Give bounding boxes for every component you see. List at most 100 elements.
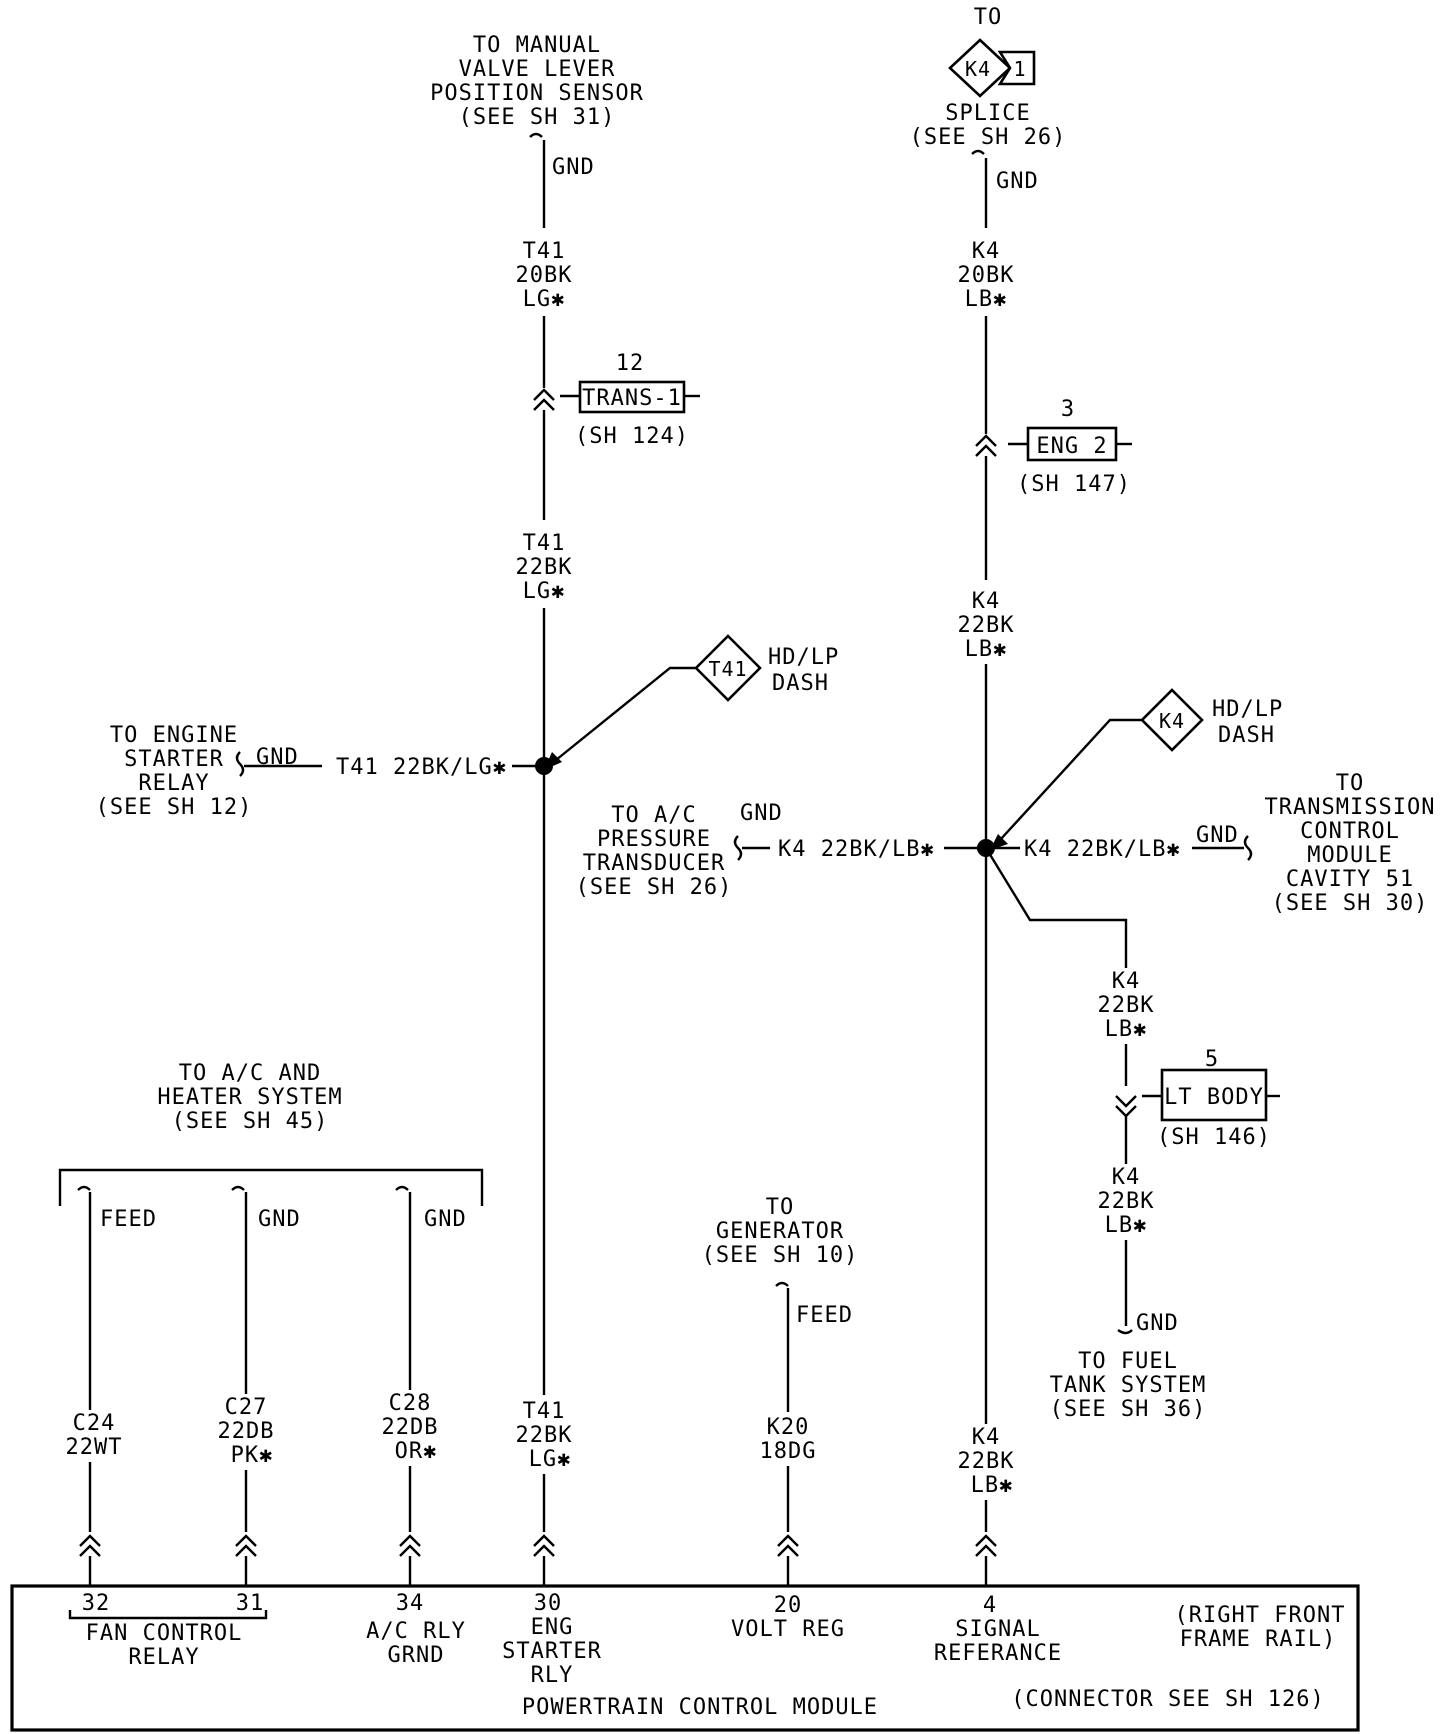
- wire-label: 22WT: [66, 1435, 123, 1460]
- gnd-label: GND: [996, 169, 1039, 194]
- connector-symbol: [399, 1534, 421, 1557]
- ac-heater-destination: TO A/C AND HEATER SYSTEM (SEE SH 45): [157, 1061, 341, 1134]
- dest-line: PRESSURE: [597, 827, 711, 852]
- wire-k4-branch: [984, 847, 1128, 968]
- dest-line: TO: [766, 1195, 795, 1220]
- engine-starter-destination: TO ENGINE STARTER RELAY (SEE SH 12): [96, 723, 252, 820]
- pin-desc: RELAY: [128, 1645, 199, 1670]
- pin-number: 34: [396, 1591, 425, 1616]
- dest-line: TRANSDUCER: [583, 851, 725, 876]
- k4-splice-dash: K4 HD/LP DASH: [990, 688, 1283, 850]
- connector-symbol: [533, 388, 555, 411]
- wire-label: 22BK: [958, 1449, 1015, 1474]
- gnd-label: GND: [1136, 1311, 1179, 1336]
- connector-symbol: [235, 1534, 257, 1557]
- ground-symbol: [231, 1185, 245, 1191]
- wire-label: 20BK: [516, 263, 573, 288]
- wire-label: K4: [1112, 1165, 1141, 1190]
- connector-symbol: [975, 1534, 997, 1557]
- splice-diamond: [948, 38, 1012, 98]
- gnd-label: GND: [552, 155, 595, 180]
- wire-label: LG✱: [523, 287, 566, 312]
- connector-sheet: (SH 146): [1157, 1125, 1271, 1150]
- generator-destination: TO GENERATOR (SEE SH 10): [702, 1195, 859, 1268]
- connector-sheet: (SH 124): [575, 424, 689, 449]
- wire-label: PK✱: [231, 1443, 274, 1468]
- manual-valve-destination: TO MANUAL VALVE LEVER POSITION SENSOR (S…: [430, 33, 643, 130]
- wire-label: 22DB: [382, 1415, 439, 1440]
- ac-pressure-destination: TO A/C PRESSURE TRANSDUCER (SEE SH 26): [576, 803, 732, 900]
- lt-body-connector: 5 LT BODY (SH 146): [1142, 1047, 1280, 1150]
- dest-line: (SEE SH 30): [1272, 891, 1429, 916]
- dest-line: TO A/C: [611, 803, 696, 828]
- splice-label: DASH: [772, 671, 829, 696]
- wire-label: K20: [767, 1415, 810, 1440]
- wire-label: LB✱: [971, 1473, 1014, 1498]
- wire-label: T41 22BK/LG✱: [336, 755, 507, 780]
- connector-box: [1160, 1068, 1268, 1122]
- wire-label: 22DB: [218, 1419, 275, 1444]
- connector-reference: (CONNECTOR SEE SH 126): [1011, 1687, 1324, 1712]
- dest-line: TANK SYSTEM: [1050, 1373, 1207, 1398]
- dest-line: CAVITY 51: [1286, 867, 1414, 892]
- pin-desc: VOLT REG: [731, 1617, 845, 1642]
- terminal-label: GND: [424, 1207, 467, 1232]
- pin-number: 4: [983, 1593, 997, 1618]
- splice-lead: [999, 718, 1142, 841]
- k4-splice-top: K4 1: [948, 38, 1036, 98]
- wire-label: LG✱: [523, 579, 566, 604]
- wire-label: K4: [972, 239, 1001, 264]
- pin-desc: FAN CONTROL: [86, 1621, 243, 1646]
- pin-desc: SIGNAL: [955, 1617, 1040, 1642]
- eng-connector: 3 ENG 2 (SH 147): [1008, 397, 1132, 497]
- wire-label: 22BK: [516, 1423, 573, 1448]
- dest-line: TRANSMISSION: [1265, 795, 1436, 820]
- ground-symbol: [775, 1281, 789, 1287]
- wire-label: K4 22BK/LB✱: [778, 837, 935, 862]
- splice-id: K4: [965, 57, 991, 81]
- module-name: POWERTRAIN CONTROL MODULE: [522, 1695, 878, 1720]
- pin-desc: REFERANCE: [934, 1641, 1062, 1666]
- pin-number: 30: [534, 1591, 563, 1616]
- connector-symbol: [79, 1534, 101, 1557]
- module-location: FRAME RAIL): [1180, 1627, 1337, 1652]
- pin-desc: RLY: [531, 1663, 574, 1688]
- splice-id: K4: [1159, 709, 1185, 733]
- pin-number: 32: [82, 1591, 111, 1616]
- wire-label: 18DG: [760, 1439, 817, 1464]
- connector-symbol: [975, 434, 997, 457]
- powertrain-control-module: 32 31 FAN CONTROL RELAY 34 A/C RLY GRND …: [10, 1584, 1360, 1732]
- ground-symbol: [733, 835, 743, 861]
- connector-box: [1026, 426, 1118, 462]
- dest-line: GENERATOR: [716, 1219, 844, 1244]
- ground-symbol: [395, 1185, 409, 1191]
- pin-desc: ENG: [531, 1615, 574, 1640]
- ac-bracket: [58, 1168, 484, 1206]
- module-location: (RIGHT FRONT: [1175, 1603, 1346, 1628]
- connector-label: LT BODY: [1164, 1085, 1264, 1110]
- splice-label: HD/LP: [1212, 697, 1283, 722]
- dest-line: MODULE: [1307, 843, 1392, 868]
- fuel-destination: TO FUEL TANK SYSTEM (SEE SH 36): [1050, 1349, 1207, 1422]
- wire-label: T41: [523, 1399, 566, 1424]
- wire-label: 22BK: [1098, 993, 1155, 1018]
- tcm-destination: TO TRANSMISSION CONTROL MODULE CAVITY 51…: [1265, 771, 1436, 916]
- wire-label: OR✱: [395, 1439, 438, 1464]
- pin-desc: GRND: [388, 1643, 445, 1668]
- wire-label: K4: [972, 589, 1001, 614]
- dest-line: (SEE SH 26): [910, 125, 1067, 150]
- dest-line: (SEE SH 31): [459, 105, 616, 130]
- splice-pin: 1: [1013, 57, 1026, 81]
- wire-label: 22BK: [1098, 1189, 1155, 1214]
- wire-label: T41: [523, 531, 566, 556]
- wire-label: LB✱: [965, 287, 1008, 312]
- label-backing: [510, 1398, 580, 1474]
- dest-line: (SEE SH 10): [702, 1243, 859, 1268]
- connector-box: [578, 380, 686, 414]
- dest-line: TO: [1336, 771, 1365, 796]
- wire-label: LB✱: [1105, 1213, 1148, 1238]
- connector-symbol: [777, 1534, 799, 1557]
- connector-label: ENG 2: [1036, 434, 1107, 459]
- splice-diamond: [694, 634, 762, 702]
